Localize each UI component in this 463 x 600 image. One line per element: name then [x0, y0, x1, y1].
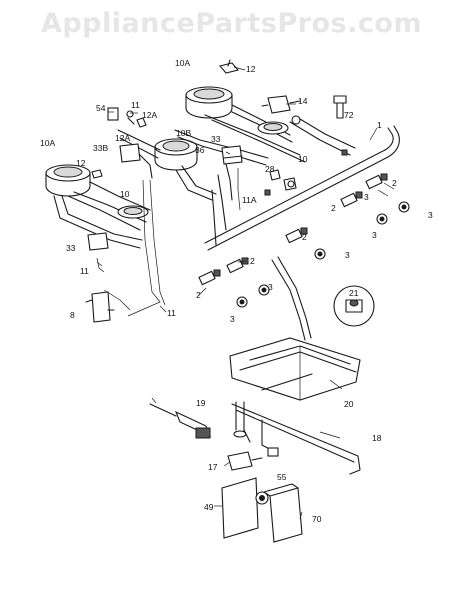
- label-11-bottom: 11: [167, 308, 176, 318]
- label-3-e: 3: [230, 314, 235, 324]
- label-36: 36: [195, 145, 205, 155]
- label-12a-right: 12A: [142, 110, 157, 120]
- label-10-right: 10: [298, 154, 308, 164]
- regulator-8: [85, 291, 115, 323]
- label-3-a: 3: [428, 210, 433, 220]
- label-2-d: 2: [250, 256, 255, 266]
- label-3-f: 3: [364, 192, 369, 202]
- label-11-top: 11: [131, 100, 140, 110]
- label-33b: 33B: [93, 143, 108, 153]
- label-12-top: 12: [246, 64, 256, 74]
- burner-back-left: [117, 129, 217, 201]
- screw-72: [333, 95, 347, 119]
- label-8: 8: [70, 310, 75, 320]
- control-knob-stems: [236, 201, 410, 308]
- label-10a-top: 10A: [175, 58, 190, 68]
- label-19: 19: [196, 398, 206, 408]
- brackets-33: [87, 143, 243, 251]
- label-2-b: 2: [331, 203, 336, 213]
- cap-21-inset: [333, 285, 375, 327]
- label-17: 17: [208, 462, 218, 472]
- label-11a: 11A: [242, 195, 257, 205]
- burner-back-right: [185, 86, 306, 163]
- orifice-group: [107, 107, 147, 128]
- watermark-text: AppliancePartsPros.com: [40, 8, 423, 39]
- label-72: 72: [344, 110, 354, 120]
- label-14: 14: [298, 96, 308, 106]
- label-3-c: 3: [345, 250, 350, 260]
- burner-valves: [198, 173, 388, 286]
- oven-burner-18: [231, 401, 361, 475]
- label-70: 70: [312, 514, 322, 524]
- label-18: 18: [372, 433, 382, 443]
- label-10b: 10B: [176, 128, 191, 138]
- label-28: 28: [265, 164, 275, 174]
- label-2-c: 2: [302, 232, 307, 242]
- bracket-12-top: [219, 59, 239, 74]
- oven-igniter-19: [149, 397, 212, 439]
- burner-tubes-center: [174, 129, 269, 246]
- label-54: 54: [96, 103, 106, 113]
- label-10a-left: 10A: [40, 138, 55, 148]
- spark-module: [261, 95, 301, 114]
- clip-12-left: [91, 169, 103, 179]
- flame-spreader-20: [229, 337, 361, 401]
- label-21: 21: [349, 288, 359, 298]
- label-55: 55: [277, 472, 287, 482]
- leader-lines: [96, 66, 395, 520]
- label-33-left: 33: [66, 243, 76, 253]
- label-10-left: 10: [120, 189, 130, 199]
- label-3-b: 3: [372, 230, 377, 240]
- label-33-top: 33: [211, 134, 221, 144]
- label-2-e: 2: [196, 290, 201, 300]
- part-labels: 10A 12 14 72 1 54 11 12A 12A 10B 10A 33B…: [40, 58, 433, 524]
- label-20: 20: [344, 399, 354, 409]
- gas-manifold: [204, 115, 400, 251]
- thermostat-mount: [221, 477, 303, 543]
- label-12-left: 12: [76, 158, 86, 168]
- label-2-a: 2: [392, 178, 397, 188]
- label-11-left: 11: [80, 266, 89, 276]
- connectors-28-36: [269, 169, 297, 191]
- label-3-d: 3: [268, 282, 273, 292]
- label-12a-left: 12A: [115, 133, 130, 143]
- oven-supply-pipe: [271, 256, 312, 341]
- label-49: 49: [204, 502, 214, 512]
- ignition-wires: [96, 168, 241, 317]
- oven-valve-17: [227, 451, 263, 471]
- label-1: 1: [377, 120, 382, 130]
- burner-front-left: [45, 164, 151, 249]
